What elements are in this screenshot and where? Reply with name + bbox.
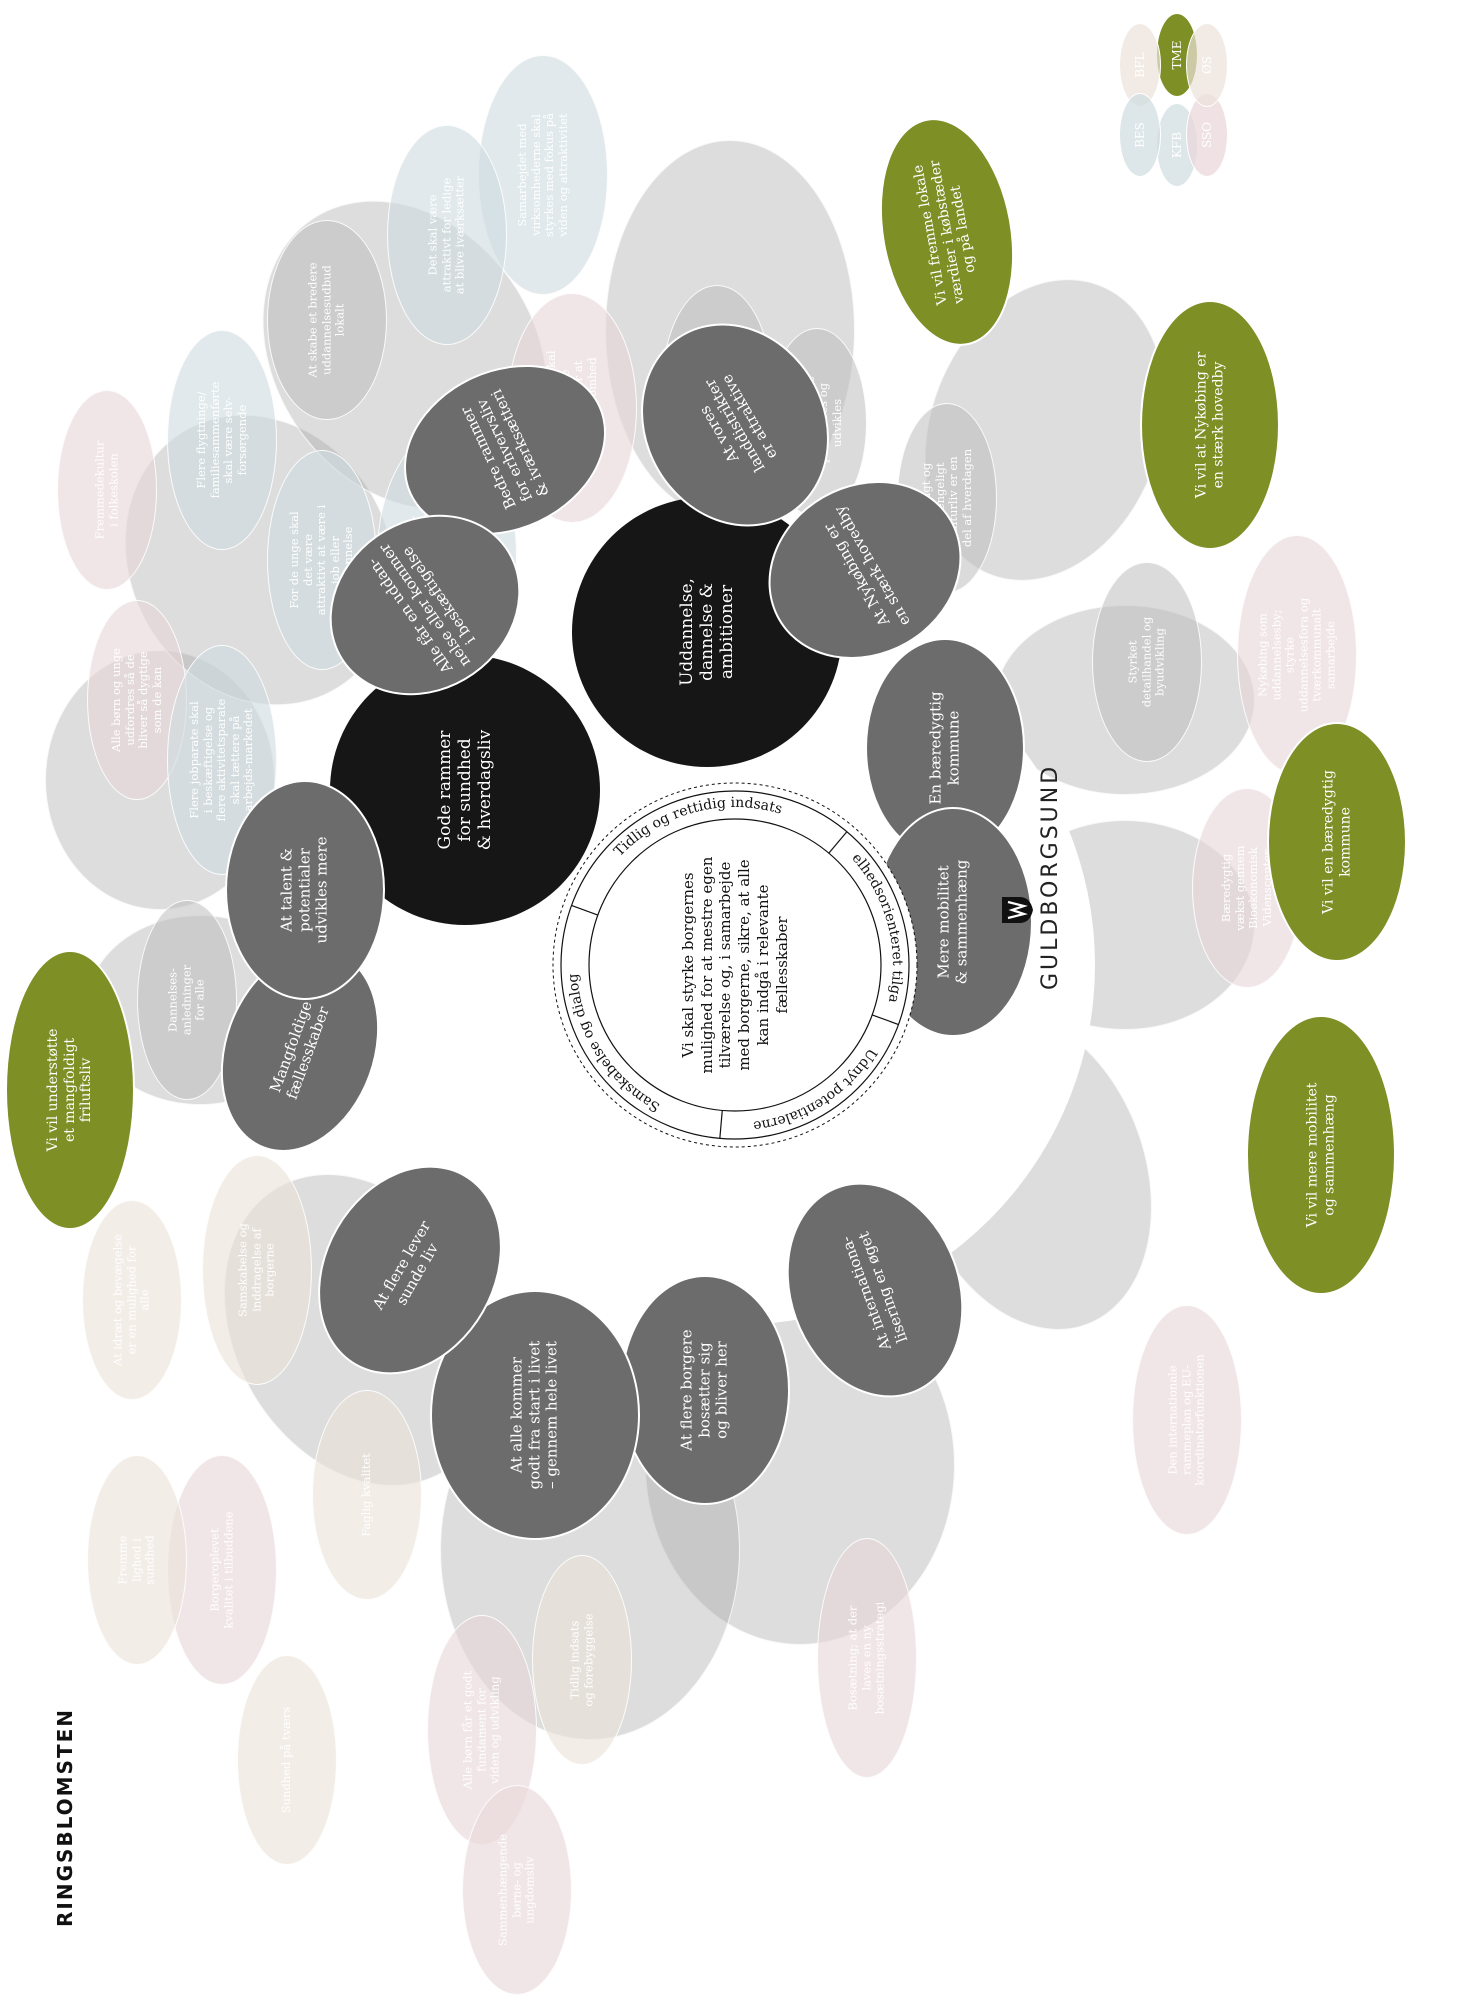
label-ring-inner <box>588 818 882 1112</box>
ring-divider <box>719 1110 723 1139</box>
legend-ellipse-label: TME <box>1169 40 1184 70</box>
ring-divider <box>828 831 848 854</box>
legend-ellipse-label: BES <box>1132 122 1147 148</box>
outer-initiative: Sundhed på tværs <box>237 1655 337 1865</box>
outer-initiative: Bosætning; at der laves en ny bosætnings… <box>817 1538 917 1778</box>
legend-ellipse: ØS <box>1186 23 1228 107</box>
goal-ellipse-label: Vi vil understøtte et mangfoldigt friluf… <box>45 1028 95 1152</box>
goal-ellipse-label: Vi vil at Nykøbing er en stærk hovedby <box>1193 351 1226 499</box>
outer-initiative: Samskabelse og inddragelse af borgerne <box>202 1155 312 1385</box>
outer-initiative: At skabe et bredere uddannelsesudbud lok… <box>267 220 387 420</box>
outer-initiative: At idræt og bevægelse er en mulighed for… <box>82 1200 182 1400</box>
guldborgsund-crest-icon <box>1002 897 1033 923</box>
outer-initiative: Flere flygtninge/ familiesammenførte ska… <box>167 330 277 550</box>
goal-ellipse: Vi vil understøtte et mangfoldigt friluf… <box>5 950 135 1230</box>
ringsblomsten-diagram: Samarbejdet med virksomhederne skal styr… <box>0 0 1407 1995</box>
legend-ellipse-label: KFB <box>1169 131 1184 159</box>
page-title: RINGSBLOMSTEN <box>53 1707 77 1927</box>
ring-divider <box>871 1014 899 1026</box>
outer-initiative: Tidlig indsats og forebyggelse <box>532 1555 632 1765</box>
legend-ellipse: SSO <box>1186 93 1228 177</box>
outer-initiative: Det skal være attraktivt for ledige at b… <box>387 125 507 345</box>
focus-area-petal: At talent & potentialer udvikles mere <box>225 780 385 1000</box>
legend-ellipse-label: ØS <box>1199 55 1214 75</box>
goal-ellipse: Vi vil en bæredygtig kommune <box>1267 722 1407 962</box>
logo-text: GULDBORGSUND <box>1038 763 1063 990</box>
outer-initiative: Den internationale rammeplan og EU- koor… <box>1132 1305 1242 1535</box>
center-statement: Vi skal styrke borgernes mulighed for at… <box>678 856 791 1074</box>
legend-ellipse-label: SSO <box>1199 121 1214 149</box>
ring-divider <box>571 904 599 916</box>
outer-initiative: Faglig kvalitet <box>312 1390 422 1600</box>
legend-ellipse-label: BFL <box>1132 52 1147 78</box>
goal-ellipse-label: Vi vil en bæredygtig kommune <box>1320 770 1353 914</box>
goal-ellipse: Vi vil at Nykøbing er en stærk hovedby <box>1140 300 1280 550</box>
outer-initiative: Styrket detailhandel og byudvikling <box>1092 562 1202 762</box>
guldborgsund-logo: GULDBORGSUND <box>1000 763 1063 990</box>
goal-ellipse-label: Vi vil mere mobilitet og sammenhæng <box>1304 1082 1337 1228</box>
outer-initiative: Fremmedekultur i folkeskolen <box>57 390 157 590</box>
goal-ellipse-label: Vi vil fremme lokale værdier i købstæder… <box>910 159 979 307</box>
outer-initiative: Fremme lighed i sundhed <box>87 1455 187 1665</box>
goal-ellipse: Vi vil mere mobilitet og sammenhæng <box>1246 1015 1396 1295</box>
legend-ellipse: BES <box>1119 93 1161 177</box>
center-ring-labels: Tidlig og rettidig indsatsHelhedsoriente… <box>0 0 918 1148</box>
focus-area-petal: At flere borgere bosætter sig og bliver … <box>620 1275 790 1505</box>
